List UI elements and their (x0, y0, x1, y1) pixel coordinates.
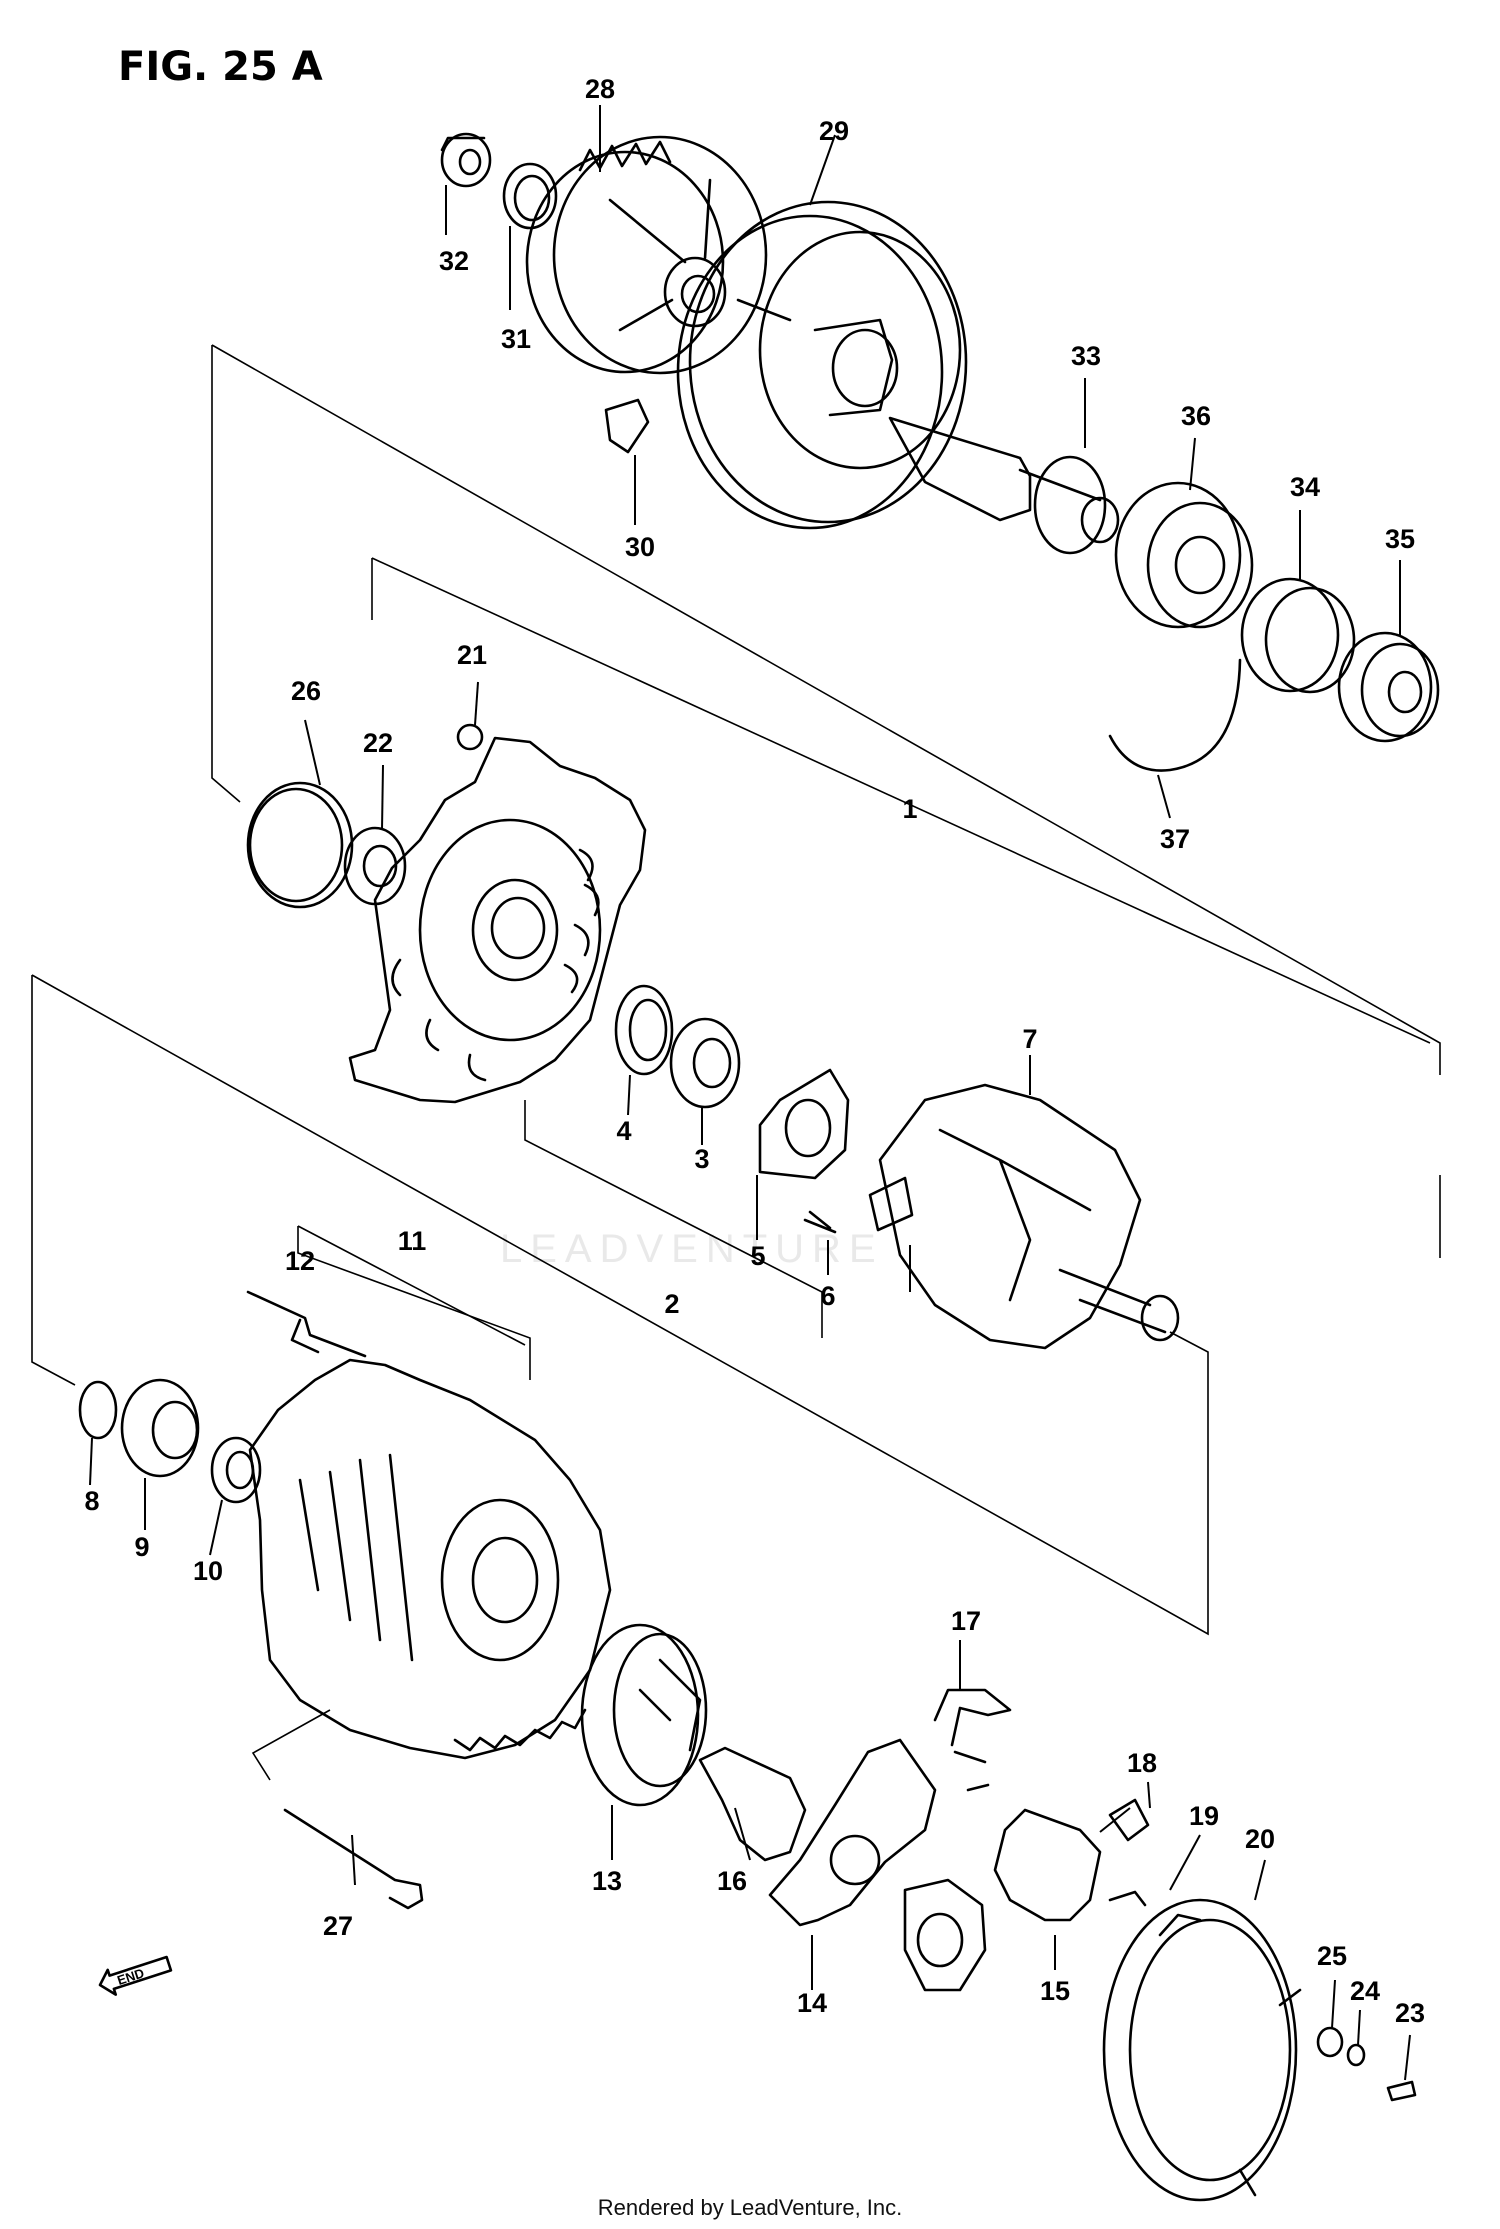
callout-32: 32 (439, 246, 469, 276)
callout-29: 29 (819, 116, 849, 146)
callout-37: 37 (1160, 824, 1190, 854)
holder-14 (768, 1738, 987, 1992)
end-direction-marker: END (98, 1955, 173, 1996)
callout-numbers: 1 2 3 4 5 6 7 8 9 10 11 12 13 14 15 16 1… (84, 74, 1425, 2028)
screw-6 (803, 1210, 837, 1234)
brush-16 (698, 1746, 807, 1862)
washer-8 (78, 1380, 118, 1440)
callout-6: 6 (820, 1281, 835, 1311)
callout-9: 9 (134, 1532, 149, 1562)
callout-18: 18 (1127, 1748, 1157, 1778)
callout-35: 35 (1385, 524, 1415, 554)
washer-25 (1316, 2026, 1344, 2058)
callout-31: 31 (501, 324, 531, 354)
bearing-35 (1337, 631, 1440, 743)
callout-27: 27 (323, 1911, 353, 1941)
snap-ring-37 (1108, 658, 1242, 772)
footer-credit: Rendered by LeadVenture, Inc. (598, 2195, 903, 2220)
callout-19: 19 (1189, 1801, 1219, 1831)
shaft-33 (888, 416, 1120, 555)
callout-22: 22 (363, 728, 393, 758)
callout-21: 21 (457, 640, 487, 670)
callout-7: 7 (1022, 1024, 1037, 1054)
callout-10: 10 (193, 1556, 223, 1586)
callout-26: 26 (291, 676, 321, 706)
nut-24 (1346, 2043, 1366, 2067)
ring-34 (1240, 577, 1356, 694)
nut-21 (456, 723, 484, 751)
rear-bearings (78, 1378, 262, 1504)
rear-cover-20 (1102, 1898, 1302, 2202)
fan-28 (525, 135, 792, 375)
callout-4: 4 (616, 1116, 631, 1146)
seal-4 (614, 984, 674, 1076)
callout-20: 20 (1245, 1824, 1275, 1854)
callout-16: 16 (717, 1866, 747, 1896)
bearing-3 (669, 1017, 741, 1109)
arrow-left-icon (98, 1955, 173, 1996)
callout-1: 1 (902, 794, 917, 824)
cover-fasteners (1316, 2026, 1417, 2102)
retainer-5 (758, 1068, 850, 1180)
stator-13 (580, 1623, 708, 1807)
callout-28: 28 (585, 74, 615, 104)
callout-17: 17 (951, 1606, 981, 1636)
pulley-29 (676, 200, 968, 530)
bearing-36 (1114, 481, 1254, 629)
o-ring-26 (246, 781, 354, 909)
callout-13: 13 (592, 1866, 622, 1896)
rear-housing-11 (248, 1358, 612, 1760)
callout-30: 30 (625, 532, 655, 562)
callout-33: 33 (1071, 341, 1101, 371)
callout-11: 11 (398, 1226, 427, 1256)
assembly-bracket-lines (31, 344, 1441, 1781)
callout-36: 36 (1181, 401, 1211, 431)
pulley-assembly (440, 132, 1440, 772)
leader-lines (89, 105, 1411, 2081)
callout-25: 25 (1317, 1941, 1347, 1971)
callout-8: 8 (84, 1486, 99, 1516)
clip-17 (933, 1688, 1012, 1792)
bearing-9 (120, 1378, 200, 1478)
callout-2: 2 (664, 1289, 679, 1319)
front-housing (348, 736, 647, 1104)
regulator-15 (993, 1798, 1150, 1922)
callout-12: 12 (285, 1246, 315, 1276)
front-internals (614, 984, 850, 1234)
rotor-7 (868, 1083, 1180, 1350)
seal-10 (210, 1436, 262, 1504)
stud-12 (246, 1290, 367, 1358)
nut-32 (440, 132, 492, 188)
bolt-27 (283, 1808, 424, 1910)
key-30 (604, 398, 650, 454)
callout-14: 14 (797, 1988, 827, 2018)
washer-31 (502, 162, 558, 230)
screw-23 (1386, 2080, 1417, 2102)
watermark: LEADVENTURE (500, 1227, 884, 1271)
callout-34: 34 (1290, 472, 1320, 502)
callout-24: 24 (1350, 1976, 1380, 2006)
figure-title: FIG. 25 A (118, 44, 323, 90)
small-parts-upper (246, 723, 484, 909)
bearing-22 (343, 826, 407, 906)
callout-23: 23 (1395, 1998, 1425, 2028)
callout-3: 3 (694, 1144, 709, 1174)
callout-5: 5 (750, 1241, 765, 1271)
callout-15: 15 (1040, 1976, 1070, 2006)
